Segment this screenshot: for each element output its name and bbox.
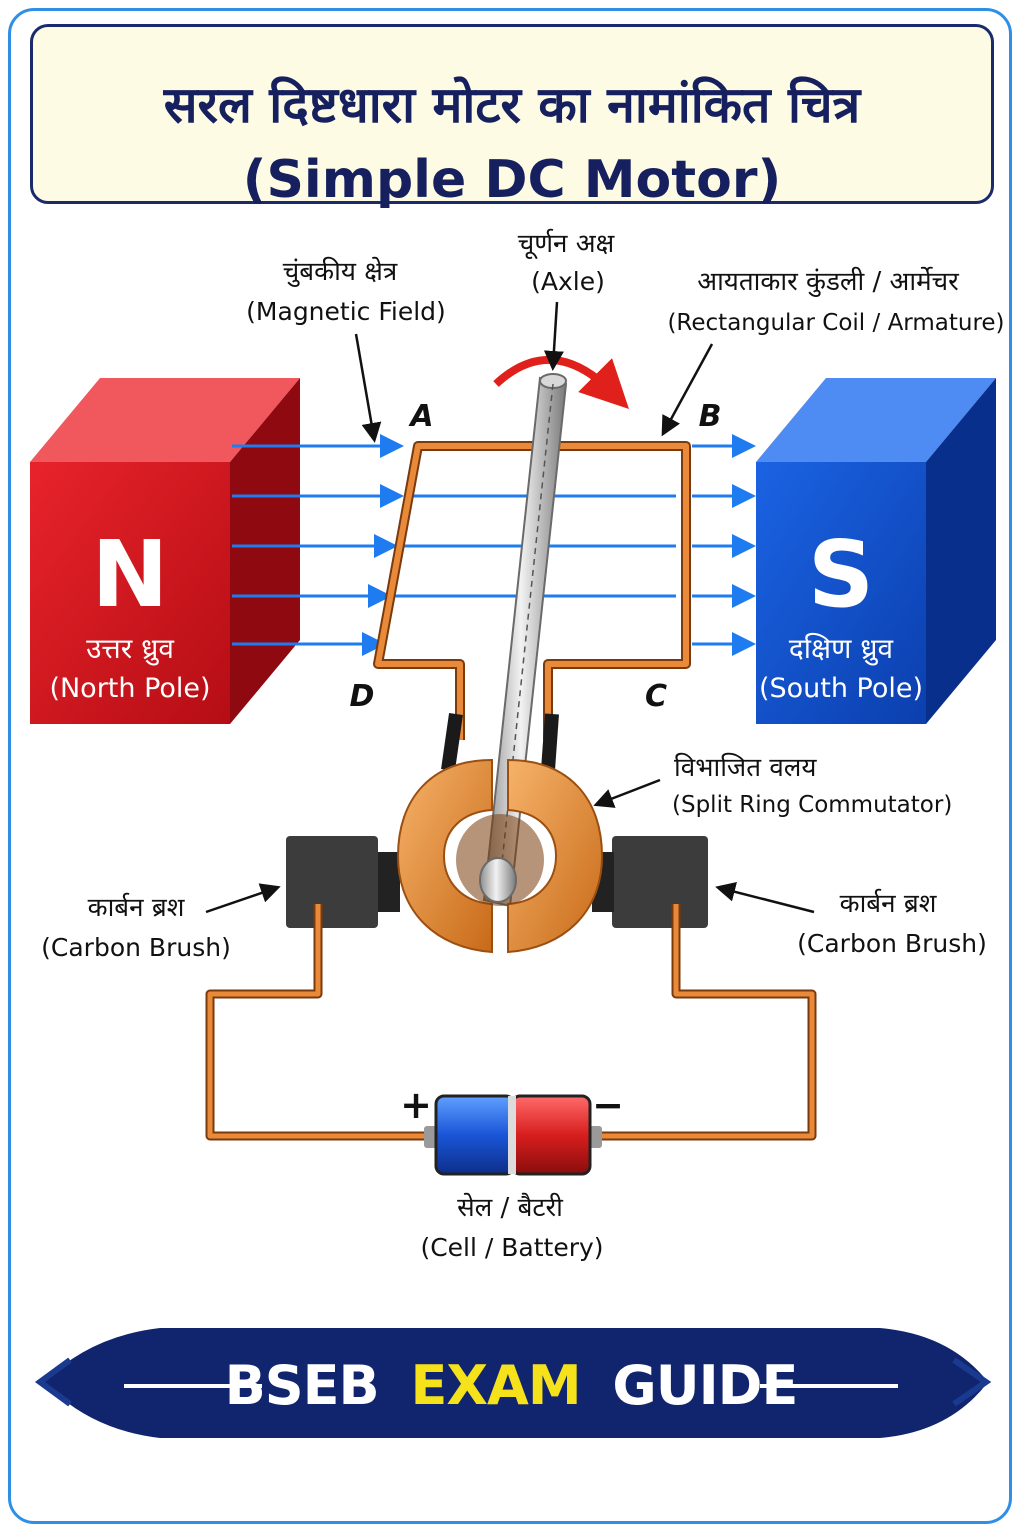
magnetic-field-lines — [232, 434, 756, 656]
magnetic-field-label-hindi: चुंबकीय क्षेत्र — [283, 256, 398, 287]
battery-cell: + − — [400, 1083, 624, 1176]
circuit-wire — [205, 904, 817, 1141]
coil-corner-a: A — [408, 399, 433, 434]
magnetic-field-label-english: (Magnetic Field) — [246, 297, 446, 326]
battery-label-english: (Cell / Battery) — [420, 1233, 603, 1262]
coil-corner-d: D — [350, 679, 375, 714]
coil-corner-c: C — [645, 679, 667, 714]
battery-positive-sign: + — [400, 1083, 432, 1127]
north-label-english: (North Pole) — [49, 673, 210, 704]
north-pole-magnet: N उत्तर ध्रुव (North Pole) — [30, 378, 300, 724]
brush-right-label-hindi: कार्बन ब्रश — [840, 888, 938, 919]
north-label-hindi: उत्तर ध्रुव — [86, 632, 174, 666]
coil-label-english: (Rectangular Coil / Armature) — [667, 310, 1004, 336]
coil-label-hindi: आयताकार कुंडली / आर्मेचर — [697, 266, 960, 297]
axle-label-english: (Axle) — [531, 267, 605, 296]
title-english: (Simple DC Motor) — [242, 150, 782, 210]
title-box: सरल दिष्टधारा मोटर का नामांकित चित्र (Si… — [30, 24, 994, 209]
brand-part-bseb: BSEB — [225, 1354, 379, 1417]
title-hindi: सरल दिष्टधारा मोटर का नामांकित चित्र — [163, 76, 861, 134]
commutator-label-hindi: विभाजित वलय — [674, 752, 817, 783]
footer-banner: BSEB EXAM GUIDE — [34, 1328, 992, 1438]
split-ring-commutator — [396, 758, 604, 954]
carbon-brush-right — [592, 836, 708, 928]
page-frame — [8, 8, 1012, 1524]
brand-part-guide: GUIDE — [612, 1354, 797, 1417]
coil-corner-b: B — [699, 399, 722, 434]
battery-label-hindi: सेल / बैटरी — [457, 1192, 564, 1223]
axle-label-hindi: चूर्णन अक्ष — [518, 228, 615, 260]
carbon-brush-left — [286, 836, 400, 928]
brand-part-exam: EXAM — [411, 1354, 581, 1417]
commutator-label-english: (Split Ring Commutator) — [672, 792, 952, 818]
south-label-english: (South Pole) — [759, 673, 923, 704]
brush-right-label-english: (Carbon Brush) — [797, 929, 987, 958]
north-letter: N — [92, 521, 169, 628]
brush-left-label-hindi: कार्बन ब्रश — [88, 892, 186, 923]
battery-negative-sign: − — [592, 1083, 624, 1127]
south-label-hindi: दक्षिण ध्रुव — [789, 632, 894, 666]
south-letter: S — [808, 521, 874, 628]
south-pole-magnet: S दक्षिण ध्रुव (South Pole) — [756, 378, 996, 724]
label-pointers — [205, 301, 815, 914]
brush-left-label-english: (Carbon Brush) — [41, 933, 231, 962]
footer-brand: BSEB EXAM GUIDE — [225, 1354, 798, 1417]
